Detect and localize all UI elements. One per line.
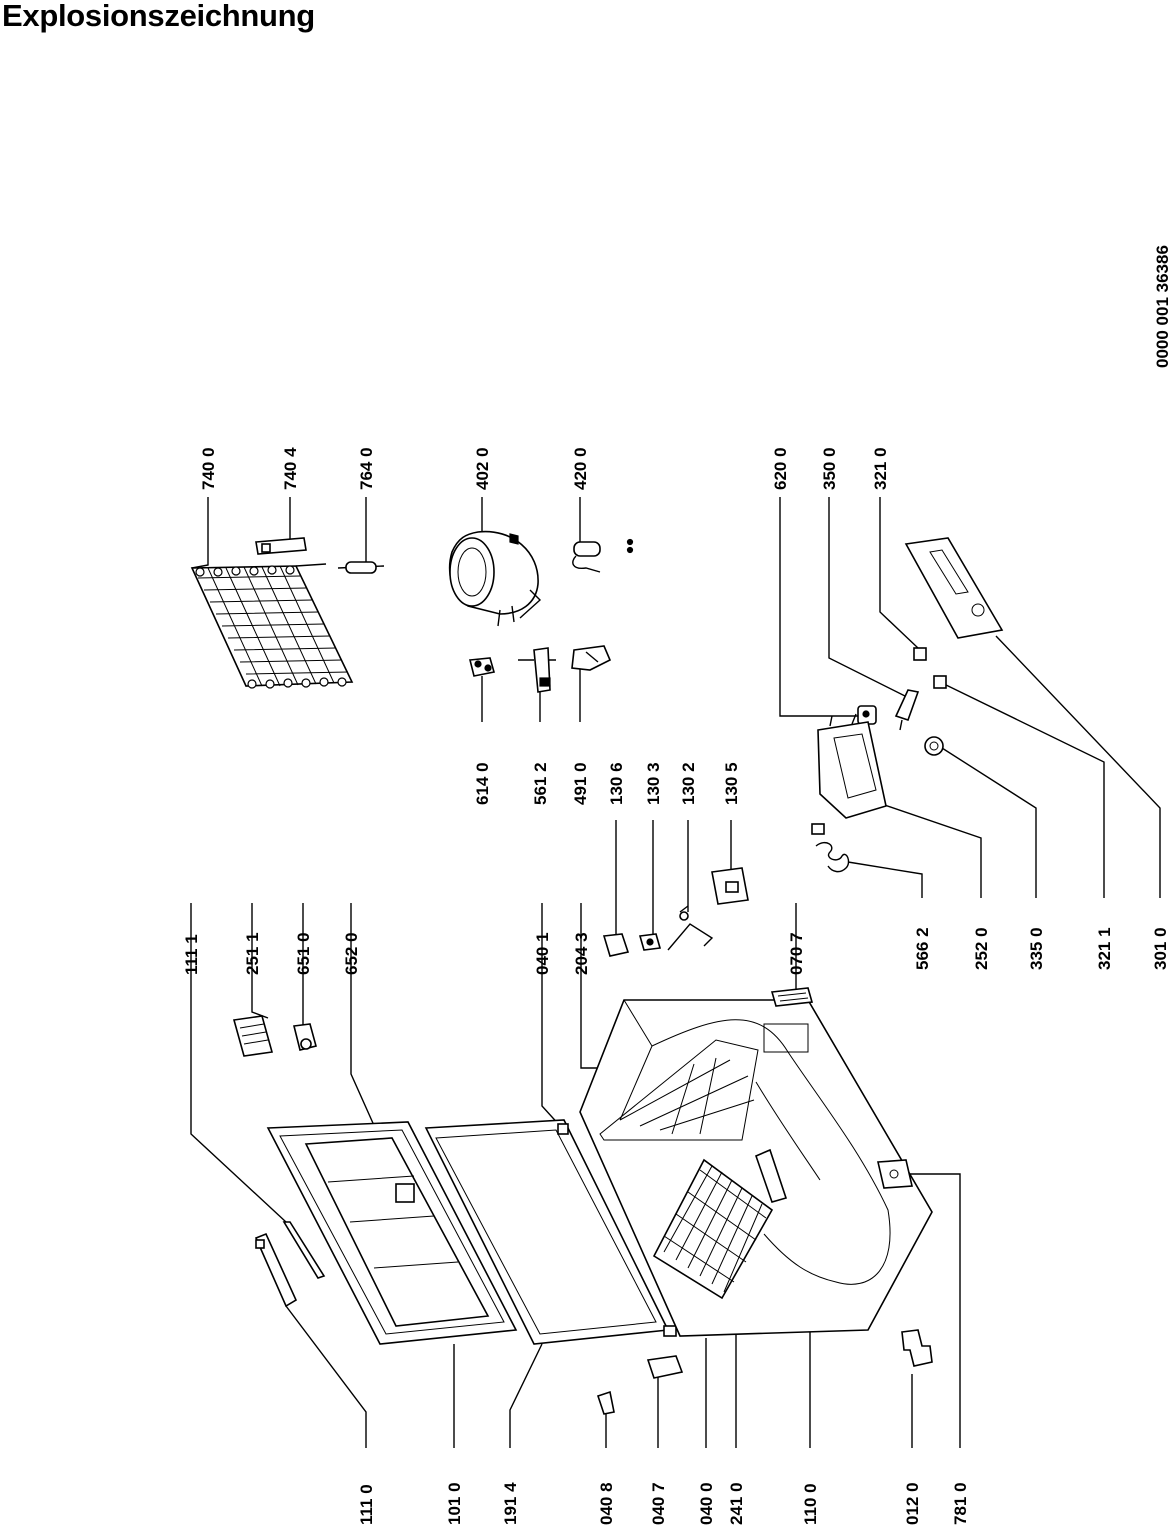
- part-shelf-frame-204-3: [599, 1039, 759, 1141]
- part-foot-781-0: [877, 1159, 913, 1189]
- label-350-0: 350 0: [820, 447, 839, 490]
- part-thermostat-561-2: [518, 647, 556, 693]
- label-614-0: 614 0: [473, 762, 492, 805]
- part-bracket-012-0: [901, 1329, 933, 1367]
- label-191-4: 191 4: [501, 1482, 520, 1525]
- label-111-0: 111 0: [357, 1484, 376, 1525]
- part-door-101-0: [266, 1121, 518, 1345]
- leader-781-0: [908, 1173, 961, 1448]
- part-cover-251-1: [232, 1015, 274, 1057]
- part-lamp-holder-620-0: [857, 705, 877, 725]
- part-switch-321-1: [933, 675, 947, 689]
- part-lamp-651-0: [293, 1023, 317, 1051]
- part-handle-111-0: [254, 1232, 298, 1308]
- label-130-2: 130 2: [679, 762, 698, 805]
- label-781-0: 781 0: [951, 1482, 970, 1525]
- part-switch-321-0: [913, 647, 927, 661]
- label-040-7: 040 7: [649, 1482, 668, 1525]
- label-620-0: 620 0: [771, 447, 790, 490]
- leader-350-0: [828, 497, 906, 697]
- part-spring-130-2: [667, 905, 714, 951]
- label-740-0: 740 0: [199, 447, 218, 490]
- part-compressor-402-0: [448, 530, 542, 627]
- leader-252-0: [869, 799, 982, 898]
- label-012-0: 012 0: [903, 1482, 922, 1525]
- document-number: 0000 001 36386: [1153, 245, 1172, 368]
- part-spring-566-2: [811, 823, 850, 873]
- leader-301-0: [995, 635, 1161, 898]
- part-control-panel-301-0: [904, 537, 1004, 639]
- part-condenser-740-0: [190, 563, 354, 689]
- leader-335-0: [941, 747, 1037, 898]
- label-491-0: 491 0: [571, 762, 590, 805]
- part-hinge-130-3: [638, 933, 662, 951]
- label-335-0: 335 0: [1027, 927, 1046, 970]
- leader-620-0: [779, 497, 858, 717]
- part-cover-130-5: [711, 867, 749, 905]
- part-lamp-350-0: [894, 689, 920, 731]
- part-basket-241-0: [652, 1158, 774, 1300]
- part-hinge-040-7: [646, 1355, 684, 1379]
- label-764-0: 764 0: [357, 447, 376, 490]
- label-130-5: 130 5: [722, 762, 741, 805]
- leader-566-2: [847, 861, 923, 898]
- label-252-0: 252 0: [972, 927, 991, 970]
- label-561-2: 561 2: [531, 762, 550, 805]
- part-labels: 740 0 740 4 764 0 402 0 420 0 620 0 350 …: [182, 447, 1170, 1525]
- label-241-0: 241 0: [727, 1482, 746, 1525]
- label-566-2: 566 2: [913, 927, 932, 970]
- part-bracket-740-4: [255, 537, 307, 555]
- leader-321-0: [879, 497, 919, 649]
- label-402-0: 402 0: [473, 447, 492, 490]
- part-rail-110-0: [754, 1148, 788, 1203]
- part-hinge-040-0: [663, 1325, 677, 1337]
- part-hinge-040-1: [557, 1123, 569, 1135]
- part-hinge-130-6: [602, 933, 630, 957]
- page-title: Explosionszeichnung: [2, 0, 315, 33]
- leader-321-1: [943, 683, 1105, 898]
- part-strip-111-1: [282, 1221, 326, 1279]
- leader-191-4: [509, 1343, 543, 1448]
- label-420-0: 420 0: [571, 447, 590, 490]
- label-321-1: 321 1: [1095, 927, 1114, 970]
- label-321-0: 321 0: [871, 447, 890, 490]
- part-capacitor-420-0: [572, 538, 634, 573]
- label-301-0: 301 0: [1151, 927, 1170, 970]
- label-130-6: 130 6: [607, 762, 626, 805]
- part-drier-764-0: [337, 561, 385, 574]
- label-110-0: 110 0: [801, 1483, 820, 1525]
- label-740-4: 740 4: [281, 447, 300, 490]
- part-knob-335-0: [924, 736, 944, 756]
- part-clip-040-8: [596, 1390, 615, 1415]
- part-relay-614-0: [468, 657, 496, 677]
- label-040-8: 040 8: [597, 1482, 616, 1525]
- leader-111-1: [190, 903, 287, 1223]
- leader-111-0: [285, 1305, 367, 1448]
- label-130-3: 130 3: [644, 762, 663, 805]
- part-housing-491-0: [571, 645, 612, 671]
- leader-740-0: [191, 497, 209, 569]
- label-101-0: 101 0: [445, 1482, 464, 1525]
- label-040-0: 040 0: [697, 1482, 716, 1525]
- part-lightbox-252-0: [817, 713, 887, 819]
- part-grille-070-7: [770, 987, 814, 1007]
